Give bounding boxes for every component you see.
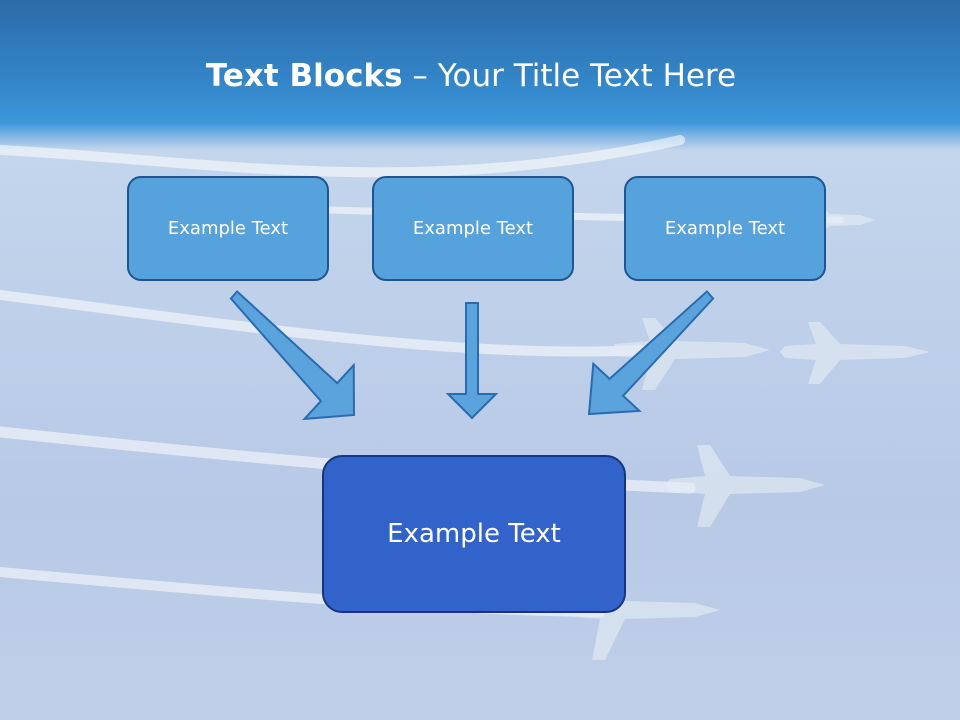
jet-icon [780, 322, 930, 384]
slide-title: Text Blocks – Your Title Text Here [0, 54, 942, 98]
title-rest: – Your Title Text Here [402, 58, 737, 94]
contrail [0, 290, 645, 357]
contrail [0, 135, 685, 178]
text-block-3[interactable]: Example Text [624, 176, 826, 281]
target-block[interactable]: Example Text [322, 455, 626, 613]
text-block-1[interactable]: Example Text [127, 176, 329, 281]
arrow-center [445, 302, 499, 420]
title-bold: Text Blocks [205, 58, 403, 94]
arrow-left [229, 290, 356, 421]
arrow-right [587, 290, 715, 416]
title-bar [0, 0, 960, 150]
text-block-2[interactable]: Example Text [372, 176, 574, 281]
jet-icon [665, 445, 825, 527]
